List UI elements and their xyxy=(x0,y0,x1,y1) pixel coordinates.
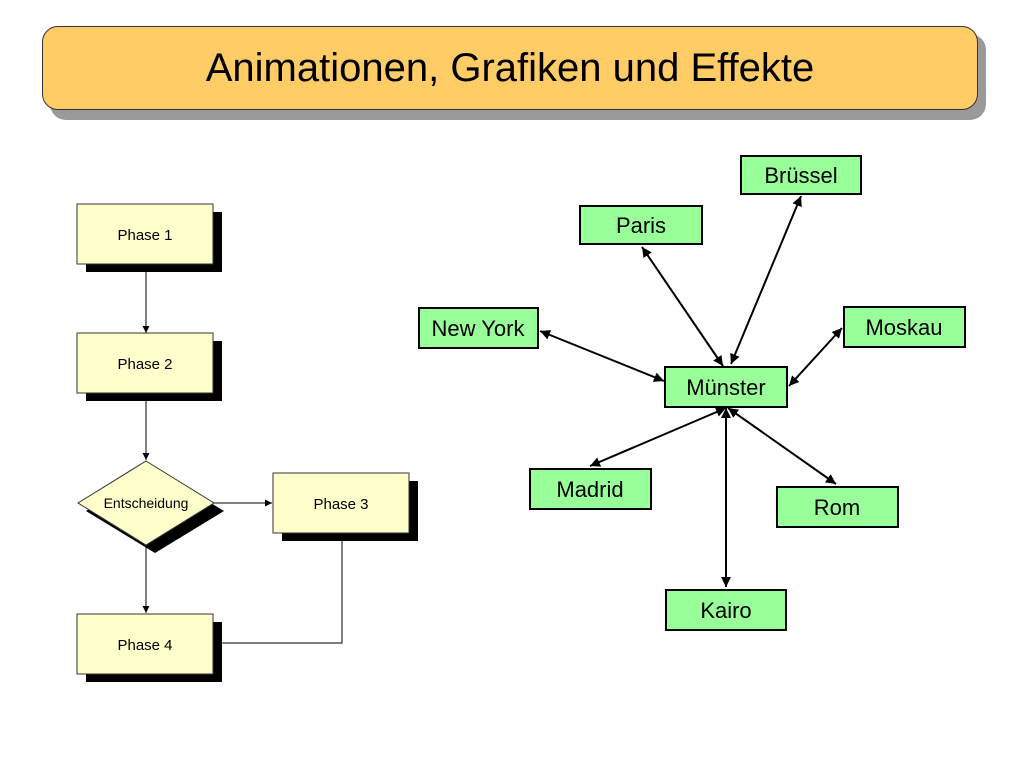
title-banner: Animationen, Grafiken und Effekte xyxy=(42,26,978,110)
arrow-muenster-paris xyxy=(641,246,724,367)
moskau-label: Moskau xyxy=(865,315,942,340)
phase1-node: Phase 1 xyxy=(76,203,222,272)
phase4-label: Phase 4 xyxy=(117,637,172,654)
phase2-node: Phase 2 xyxy=(76,332,222,401)
newyork-label: New York xyxy=(432,316,526,341)
node-paris: Paris xyxy=(579,205,703,245)
node-bruessel: Brüssel xyxy=(740,155,862,195)
phase3-node: Phase 3 xyxy=(272,472,418,541)
phase4-node: Phase 4 xyxy=(76,613,222,682)
node-newyork: New York xyxy=(418,307,539,349)
paris-label: Paris xyxy=(616,213,666,238)
phase2-label: Phase 2 xyxy=(117,356,172,373)
phase3-label: Phase 3 xyxy=(313,496,368,513)
node-moskau: Moskau xyxy=(843,306,966,348)
node-muenster: Münster xyxy=(664,366,788,408)
node-madrid: Madrid xyxy=(529,468,652,510)
page-title: Animationen, Grafiken und Effekte xyxy=(205,45,815,90)
arrow-muenster-bruessel xyxy=(730,195,802,365)
rom-label: Rom xyxy=(814,495,860,520)
connector-phase3-phase4 xyxy=(214,533,343,644)
phase1-label: Phase 1 xyxy=(117,227,172,244)
kairo-label: Kairo xyxy=(700,598,751,623)
decision-node: Entscheidung xyxy=(77,460,224,553)
node-rom: Rom xyxy=(776,486,899,528)
flowchart: Phase 1 Phase 2 Entscheidung Phase 3 Pha… xyxy=(76,203,418,682)
network-diagram: Münster Brüssel Paris New York Moskau Ma… xyxy=(418,155,966,631)
arrow-muenster-madrid xyxy=(589,407,727,467)
bruessel-label: Brüssel xyxy=(764,163,837,188)
arrow-muenster-rom xyxy=(727,407,837,485)
arrow-muenster-newyork xyxy=(539,330,665,382)
node-kairo: Kairo xyxy=(665,589,787,631)
decision-label: Entscheidung xyxy=(104,495,189,511)
muenster-label: Münster xyxy=(686,375,765,400)
madrid-label: Madrid xyxy=(556,477,623,502)
arrow-muenster-moskau xyxy=(788,327,843,387)
